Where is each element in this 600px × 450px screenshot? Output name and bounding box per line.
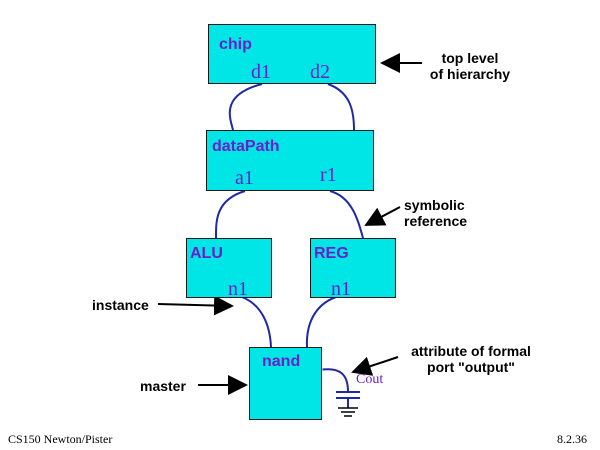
datapath-box: dataPath a1 r1 [206, 130, 374, 191]
reg-port-n1: n1 [331, 278, 351, 300]
nand-box: nand [249, 347, 322, 420]
footer-left: CS150 Newton/Pister [8, 432, 113, 446]
cout-label: Cout [356, 372, 384, 387]
wire-a1-to-alu [214, 190, 246, 239]
note-instance: instance [92, 297, 149, 313]
datapath-title: dataPath [212, 138, 280, 155]
wire-r1-to-reg [329, 190, 364, 239]
reg-title: REG [314, 245, 349, 262]
wire-d2-to-datapath [327, 83, 355, 131]
note-symbolic-reference: symbolic reference [404, 197, 467, 229]
wire-d1-to-datapath [228, 83, 263, 131]
chip-box: chip d1 d2 [208, 24, 376, 84]
note-attribute-line2: port "output" [427, 359, 515, 375]
alu-box: ALU n1 [186, 238, 272, 300]
note-top-level-line2: of hierarchy [429, 66, 511, 82]
note-symbolic-line2: reference [404, 213, 468, 229]
footer-right: 8.2.36 [557, 432, 587, 446]
reg-box: REG n1 [310, 238, 396, 300]
wire-output-to-capacitor [319, 368, 349, 393]
note-top-level-line1: top level [441, 50, 499, 66]
chip-port-d1: d1 [251, 61, 271, 83]
note-top-level: top level of hierarchy [420, 50, 520, 82]
arrow-attribute [351, 356, 399, 376]
alu-port-n1: n1 [228, 278, 248, 300]
wire-reg-n1-to-nand [305, 296, 337, 348]
chip-title: chip [219, 36, 252, 53]
datapath-port-a1: a1 [235, 167, 254, 189]
chip-port-d2: d2 [310, 61, 330, 83]
note-attribute-line1: attribute of formal [411, 343, 531, 359]
arrow-instance [157, 295, 234, 316]
alu-title: ALU [190, 245, 223, 262]
note-master: master [140, 378, 186, 394]
note-symbolic-line1: symbolic [404, 197, 465, 213]
datapath-port-r1: r1 [320, 164, 337, 186]
ground-icon [338, 407, 358, 417]
capacitor-icon [336, 391, 360, 408]
note-attribute: attribute of formal port "output" [396, 343, 546, 375]
wire-alu-n1-to-nand [241, 296, 272, 348]
arrow-symbolic-reference [364, 206, 401, 226]
nand-title: nand [262, 353, 301, 370]
